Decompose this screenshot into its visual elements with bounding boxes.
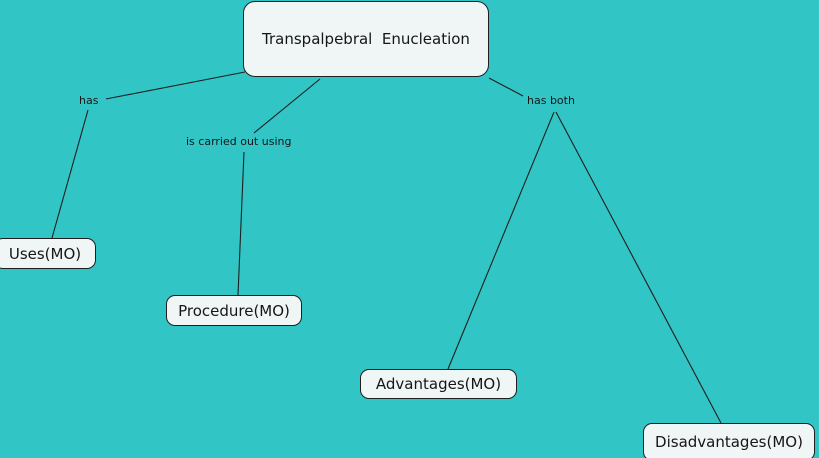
connector-carried-label-to-procedure[interactable] xyxy=(237,151,245,296)
connector-has-label-to-uses[interactable] xyxy=(51,109,89,239)
node-transpalpebral-enucleation[interactable]: Transpalpebral Enucleation xyxy=(243,1,489,77)
node-procedure[interactable]: Procedure(MO) xyxy=(166,295,302,326)
connector-root-to-has-label[interactable] xyxy=(105,71,246,100)
node-advantages[interactable]: Advantages(MO) xyxy=(360,369,517,399)
node-uses[interactable]: Uses(MO) xyxy=(0,238,96,269)
connector-root-to-carried-label[interactable] xyxy=(253,78,321,134)
link-label-has-both[interactable]: has both xyxy=(527,94,575,107)
connector-has-both-label-to-advantages[interactable] xyxy=(447,111,555,370)
connector-root-to-has-both-label[interactable] xyxy=(488,77,524,97)
link-label-is-carried-out-using[interactable]: is carried out using xyxy=(186,135,292,148)
node-uses-label: Uses(MO) xyxy=(8,244,82,263)
connector-has-both-label-to-disadvantages[interactable] xyxy=(555,111,722,424)
link-label-has[interactable]: has xyxy=(79,94,99,107)
node-procedure-label: Procedure(MO) xyxy=(178,301,290,320)
node-transpalpebral-enucleation-label: Transpalpebral Enucleation xyxy=(262,30,470,48)
node-disadvantages-label: Disadvantages(MO) xyxy=(655,433,803,451)
node-disadvantages[interactable]: Disadvantages(MO) xyxy=(643,423,815,458)
node-advantages-label: Advantages(MO) xyxy=(375,375,502,393)
